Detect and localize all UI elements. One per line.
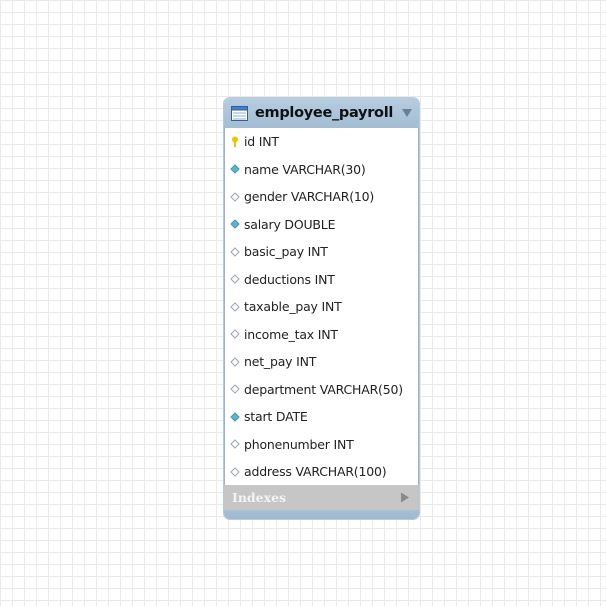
column-label: basic_pay INT <box>244 244 328 260</box>
column-label: gender VARCHAR(10) <box>244 189 375 205</box>
column-row[interactable]: net_pay INT <box>225 348 418 376</box>
column-label: taxable_pay INT <box>244 299 342 315</box>
table-name: employee_payroll <box>255 105 394 121</box>
diamond-outline-icon <box>230 274 240 284</box>
key-icon <box>232 136 238 147</box>
column-row[interactable]: address VARCHAR(100) <box>225 458 418 486</box>
diamond-outline-icon <box>230 384 240 394</box>
diamond-outline-icon <box>230 302 240 312</box>
diamond-filled-icon <box>230 219 240 229</box>
column-row[interactable]: department VARCHAR(50) <box>225 376 418 404</box>
table-footer <box>224 510 419 519</box>
table-icon <box>231 105 248 121</box>
collapse-toggle[interactable] <box>401 107 413 119</box>
column-label: name VARCHAR(30) <box>244 161 366 177</box>
er-table-card[interactable]: employee_payroll id INT name VARCHAR(30) g… <box>223 97 420 520</box>
column-label: deductions INT <box>244 271 335 287</box>
column-row[interactable]: id INT <box>225 128 418 156</box>
table-header[interactable]: employee_payroll <box>224 98 419 128</box>
indexes-label: Indexes <box>232 490 287 505</box>
chevron-down-icon <box>402 109 412 117</box>
diamond-outline-icon <box>230 467 240 477</box>
diamond-outline-icon <box>230 192 240 202</box>
column-label: id INT <box>244 134 279 150</box>
diamond-filled-icon <box>230 164 240 174</box>
diamond-outline-icon <box>230 357 240 367</box>
diamond-outline-icon <box>230 247 240 257</box>
column-row[interactable]: deductions INT <box>225 266 418 294</box>
column-row[interactable]: basic_pay INT <box>225 238 418 266</box>
chevron-right-icon[interactable] <box>400 492 410 503</box>
column-label: net_pay INT <box>244 354 317 370</box>
column-label: address VARCHAR(100) <box>244 464 387 480</box>
column-row[interactable]: taxable_pay INT <box>225 293 418 321</box>
column-label: salary DOUBLE <box>244 216 336 232</box>
column-row[interactable]: start DATE <box>225 403 418 431</box>
column-row[interactable]: salary DOUBLE <box>225 211 418 239</box>
diamond-outline-icon <box>230 439 240 449</box>
column-list: id INT name VARCHAR(30) gender VARCHAR(10)… <box>224 128 419 485</box>
diamond-outline-icon <box>230 329 240 339</box>
column-label: phonenumber INT <box>244 436 354 452</box>
column-row[interactable]: name VARCHAR(30) <box>225 156 418 184</box>
column-label: department VARCHAR(50) <box>244 381 403 397</box>
column-row[interactable]: income_tax INT <box>225 321 418 349</box>
diamond-filled-icon <box>230 412 240 422</box>
column-row[interactable]: gender VARCHAR(10) <box>225 183 418 211</box>
column-row[interactable]: phonenumber INT <box>225 431 418 459</box>
indexes-section[interactable]: Indexes <box>224 485 419 510</box>
column-label: income_tax INT <box>244 326 338 342</box>
column-label: start DATE <box>244 409 308 425</box>
